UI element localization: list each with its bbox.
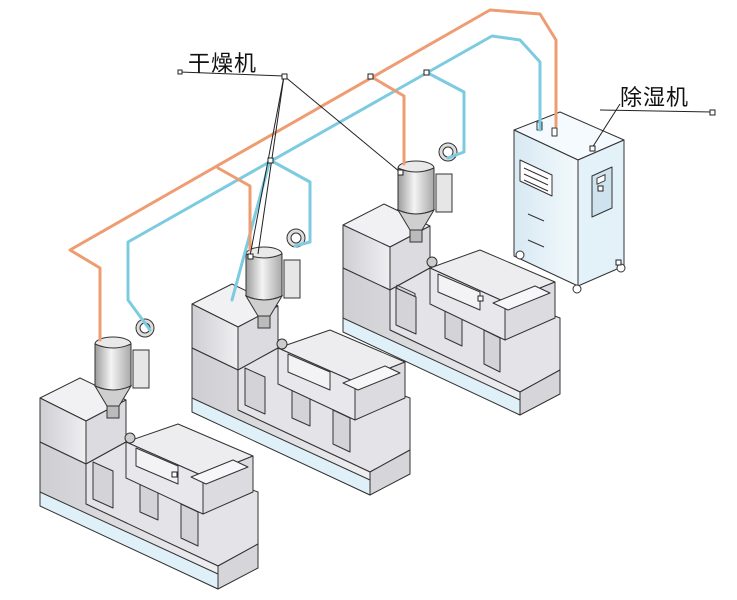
injection-molding-machine-2: [191, 283, 411, 496]
return-pipe-network: [126, 34, 542, 332]
hopper-dryer-3: [396, 142, 458, 243]
leader-markers: [171, 69, 716, 478]
injection-molding-machine-3: [342, 203, 561, 416]
leader-lines: [179, 71, 713, 257]
hopper-dryer-1: [93, 318, 155, 419]
supply-pipe-network: [68, 8, 558, 342]
dehumidifier-cabinet: [513, 111, 626, 294]
dehumidifier-label: 除湿机: [620, 86, 690, 111]
dryer-label: 干燥机: [188, 52, 258, 77]
injection-molding-machine-1: [39, 377, 259, 590]
